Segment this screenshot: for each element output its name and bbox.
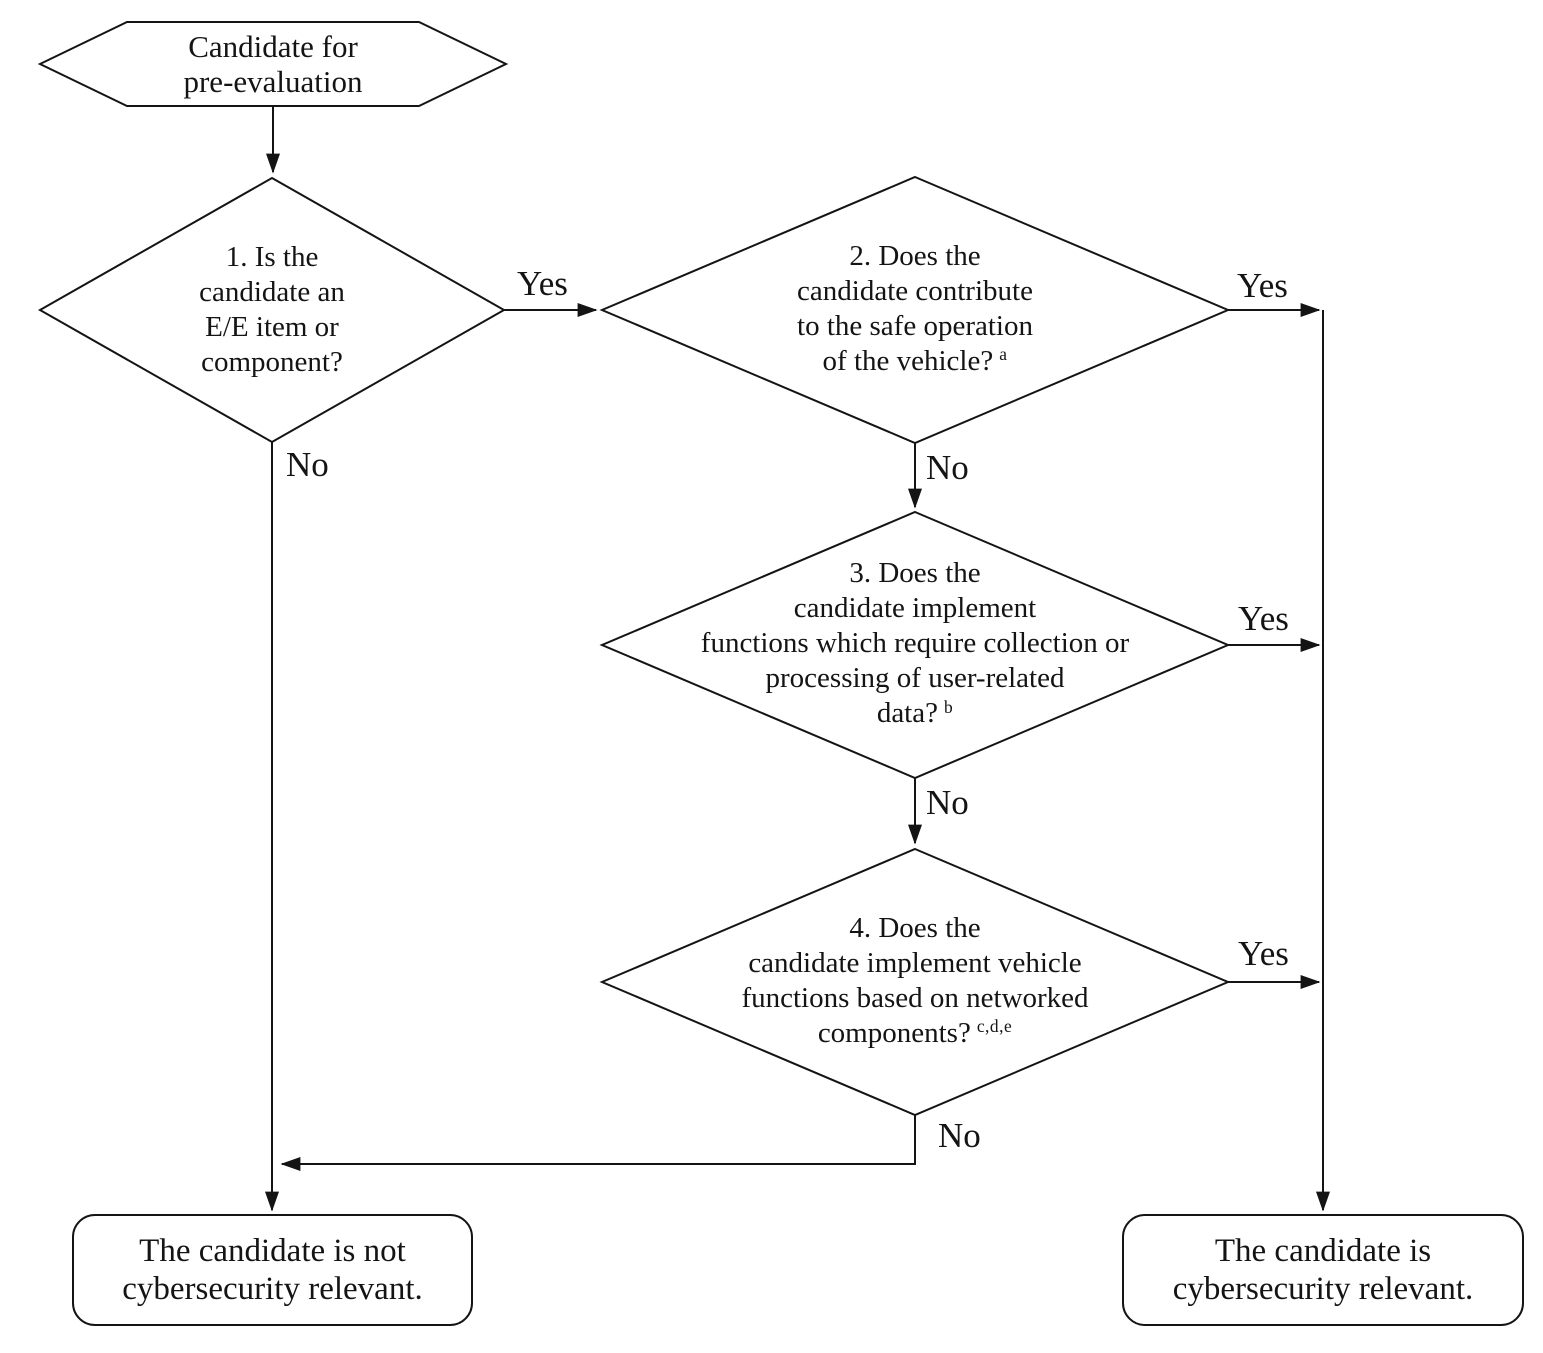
decision-4-label: 4. Does the candidate implement vehicle … (635, 849, 1195, 1115)
start-label-line: Candidate for (188, 29, 358, 64)
decision-2-label: 2. Does the candidate contribute to the … (640, 177, 1190, 443)
decision-3-line: data?b (876, 696, 954, 729)
end-positive-box (1122, 1214, 1524, 1326)
end-positive-line: The candidate is (1214, 1233, 1432, 1269)
edge-label-no-d2: No (926, 448, 969, 487)
edge-label-yes-d3: Yes (1238, 599, 1289, 638)
decision-3-line: 3. Does the (849, 557, 981, 589)
end-negative-box (72, 1214, 473, 1326)
start-label-line: pre-evaluation (183, 64, 363, 99)
start-hexagon (37, 21, 509, 107)
end-positive-label: The candidate is cybersecurity relevant. (1123, 1215, 1523, 1325)
decision-2-line: 2. Does the (849, 239, 981, 272)
decision-3-line: functions which require collection or (700, 627, 1130, 659)
edge-label-no-d4: No (938, 1116, 981, 1155)
end-negative-label: The candidate is not cybersecurity relev… (73, 1215, 472, 1325)
decision-2-line: candidate contribute (797, 274, 1033, 307)
decision-3-line: processing of user-related (765, 662, 1065, 694)
decision-4-line: 4. Does the (849, 911, 981, 944)
decision-1-label: 1. Is the candidate an E/E item or compo… (72, 178, 472, 442)
decision-1-line: component? (201, 346, 343, 378)
decision-4-diamond (599, 847, 1231, 1117)
end-negative-line: The candidate is not (139, 1233, 406, 1269)
footnote-marker-a: a (999, 344, 1008, 365)
decision-1-line: E/E item or (205, 311, 339, 343)
end-positive-line: cybersecurity relevant. (1172, 1271, 1474, 1307)
edge-label-no-d1: No (286, 445, 329, 484)
decision-4-line: components?c,d,e (817, 1016, 1013, 1049)
start-label: Candidate for pre-evaluation (73, 22, 473, 106)
decision-3-label: 3. Does the candidate implement function… (610, 512, 1220, 778)
decision-2-line: to the safe operation (797, 309, 1033, 342)
decision-4-line: functions based on networked (741, 981, 1089, 1014)
end-negative-line: cybersecurity relevant. (122, 1271, 423, 1307)
decision-1-line: candidate an (199, 276, 345, 308)
decision-1-diamond (37, 176, 507, 444)
edge-label-yes-d2: Yes (1237, 266, 1288, 305)
edge-label-yes-d1: Yes (517, 264, 568, 303)
footnote-marker-cde: c,d,e (976, 1016, 1013, 1037)
edge-d4-no-to-left-rail (280, 1115, 916, 1171)
decision-3-line: candidate implement (793, 592, 1037, 624)
decision-2-line: of the vehicle?a (822, 344, 1008, 377)
edge-label-no-d3: No (926, 783, 969, 822)
decision-3-diamond (599, 510, 1231, 780)
edge-label-yes-d4: Yes (1238, 934, 1289, 973)
decision-2-diamond (599, 175, 1231, 445)
footnote-marker-b: b (943, 696, 954, 717)
decision-1-line: 1. Is the (225, 241, 319, 273)
decision-4-line: candidate implement vehicle (748, 946, 1082, 979)
